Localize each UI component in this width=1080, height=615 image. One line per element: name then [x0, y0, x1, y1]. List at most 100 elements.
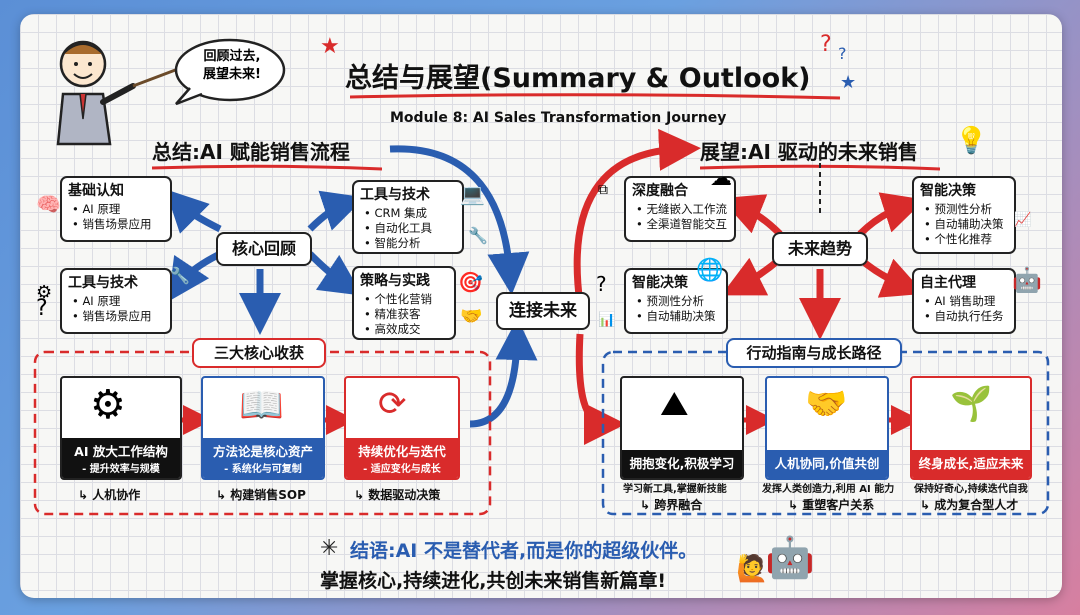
robot-high-five-icon: 🤖 — [765, 535, 815, 581]
card-smart-decision-left: 智能决策 • 预测性分析 • 自动辅助决策 — [624, 268, 728, 334]
robot-icon: 🤖 — [1012, 266, 1042, 294]
card-bullet: • AI 原理 — [72, 202, 121, 216]
panel-caption: AI 放大工作结构 - 提升效率与规模 — [62, 438, 180, 478]
card-smart-decision-right: 智能决策 • 预测性分析 • 自动辅助决策 • 个性化推荐 — [912, 176, 1016, 254]
page-title: 总结与展望(Summary & Outlook) — [345, 63, 811, 94]
card-autonomous-agent: 自主代理 • AI 销售助理 • 自动执行任务 — [912, 268, 1016, 334]
card-title: 智能决策 — [920, 183, 976, 199]
outlook-heading: 展望:AI 驱动的未来销售 — [700, 140, 918, 164]
card-title: 自主代理 — [920, 275, 976, 291]
card-bullet: • 预测性分析 — [636, 294, 704, 308]
card-bullet: • 预测性分析 — [924, 202, 992, 216]
panel-caption: 方法论是核心资产 - 系统化与可复制 — [203, 438, 323, 478]
globe-icon: 🌐 — [696, 258, 724, 283]
card-tools-tech-right: 工具与技术 • CRM 集成 • 自动化工具 • 智能分析 — [352, 180, 464, 254]
card-bullet: • CRM 集成 — [364, 206, 428, 220]
panel-footnote: ↳ 跨界融合 — [640, 498, 703, 512]
card-bullet: • 自动辅助决策 — [636, 309, 716, 323]
conclusion-line-2: 掌握核心,持续进化,共创未来销售新篇章! — [320, 570, 667, 592]
person-icon: 🙋 — [736, 554, 769, 584]
card-bullet: • 全渠道智能交互 — [636, 217, 727, 231]
card-bullet: • 智能分析 — [364, 236, 421, 250]
network-icon: ⧉ — [598, 182, 608, 198]
plant-icon: 🌱 — [950, 384, 993, 424]
chart-icon: 📈 — [1014, 212, 1032, 228]
panel-footnote: ↳ 数据驱动决策 — [354, 488, 441, 502]
panel-caption: 持续优化与迭代 - 适应变化与成长 — [346, 438, 458, 478]
wrench-icon: 🔧 — [170, 266, 190, 285]
connect-future-node: 连接未来 — [496, 292, 590, 330]
card-bullet: • 精准获客 — [364, 307, 421, 321]
question-icon: ? — [36, 296, 48, 321]
heading-underline — [152, 164, 382, 171]
card-bullet: • 高效成交 — [364, 322, 421, 336]
teacher-illustration — [56, 40, 179, 146]
card-bullet: • 自动执行任务 — [924, 309, 1004, 323]
cycle-icon: ⟳ — [378, 384, 407, 424]
card-title: 基础认知 — [68, 183, 124, 199]
card-title: 工具与技术 — [360, 187, 430, 203]
panel-embrace-change: ⛰ 拥抱变化,积极学习 — [620, 376, 744, 480]
panel-caption: 拥抱变化,积极学习 — [622, 450, 742, 478]
target-icon: 🎯 — [458, 270, 483, 294]
panel-continuous-optimize: ⟳ 持续优化与迭代 - 适应变化与成长 — [344, 376, 460, 480]
summary-heading: 总结:AI 赋能销售流程 — [152, 140, 350, 164]
panel-caption: 人机协同,价值共创 — [767, 450, 887, 478]
star-icon: ★ — [320, 34, 340, 59]
title-underline — [350, 93, 840, 100]
panel-human-ai-collab: 🤝 人机协同,价值共创 — [765, 376, 889, 480]
cloud-icon: ☁ — [710, 166, 732, 191]
card-bullet: • 无缝嵌入工作流 — [636, 202, 727, 216]
panel-ai-amplify: ⚙ AI 放大工作结构 - 提升效率与规模 — [60, 376, 182, 480]
card-bullet: • 个性化营销 — [364, 292, 432, 306]
card-bullet: • 销售场景应用 — [72, 217, 152, 231]
book-icon: 📖 — [239, 385, 284, 426]
panel-footnote: ↳ 成为复合型人才 — [920, 498, 1019, 512]
conclusion-line-1: 结语:AI 不是替代者,而是你的超级伙伴。 — [350, 540, 698, 562]
card-bullet: • AI 原理 — [72, 294, 121, 308]
question-icon: ? — [596, 272, 607, 296]
core-review-hub: 核心回顾 — [216, 232, 312, 266]
panel-subtext: 学习新工具,掌握新技能 — [623, 484, 727, 495]
card-basic-knowledge: 基础认知 • AI 原理 • 销售场景应用 — [60, 176, 172, 242]
panel-footnote: ↳ 构建销售SOP — [216, 488, 306, 502]
panel-caption: 终身成长,适应未来 — [912, 450, 1030, 478]
laptop-icon: 💻 — [460, 182, 485, 206]
mountain-icon: ⛰ — [660, 384, 689, 424]
card-title: 工具与技术 — [68, 275, 138, 291]
guide-title: 行动指南与成长路径 — [726, 338, 902, 368]
panel-methodology: 📖 方法论是核心资产 - 系统化与可复制 — [201, 376, 325, 480]
gear-icon: ⚙ — [36, 282, 53, 303]
card-bullet: • AI 销售助理 — [924, 294, 996, 308]
speech-text: 回顾过去, 展望未来! — [203, 49, 261, 82]
wrench-icon: 🔧 — [468, 226, 488, 245]
sparkle-icon: ✳ — [320, 536, 339, 561]
card-deep-fusion: 深度融合 • 无缝嵌入工作流 • 全渠道智能交互 — [624, 176, 736, 242]
bar-chart-icon: 📊 — [598, 312, 616, 328]
panel-footnote: ↳ 人机协作 — [78, 488, 141, 502]
card-tools-tech-left: 工具与技术 • AI 原理 • 销售场景应用 — [60, 268, 172, 334]
card-bullet: • 个性化推荐 — [924, 232, 992, 246]
speech-bubble — [174, 38, 286, 106]
question-icon: ? — [838, 44, 847, 63]
card-bullet: • 销售场景应用 — [72, 309, 152, 323]
card-bullet: • 自动辅助决策 — [924, 217, 1004, 231]
card-bullet: • 自动化工具 — [364, 221, 432, 235]
card-strategy-practice: 策略与实践 • 个性化营销 • 精准获客 • 高效成交 — [352, 266, 456, 340]
lightbulb-icon: 💡 — [955, 126, 988, 156]
page-subtitle: Module 8: AI Sales Transformation Journe… — [390, 110, 727, 126]
gears-icon: ⚙ — [90, 382, 126, 428]
card-title: 深度融合 — [632, 183, 688, 199]
whiteboard: 回顾过去, 展望未来! 总结与展望(Summary & Outlook) Mod… — [20, 14, 1062, 598]
card-title: 策略与实践 — [360, 273, 430, 289]
panel-footnote: ↳ 重塑客户关系 — [788, 498, 875, 512]
question-icon: ? — [820, 32, 832, 57]
card-title: 智能决策 — [632, 275, 688, 291]
handshake-icon: 🤝 — [460, 306, 483, 327]
handshake-icon: 🤝 — [805, 384, 848, 424]
future-trends-hub: 未来趋势 — [772, 232, 868, 266]
panel-subtext: 保持好奇心,持续迭代自我 — [914, 484, 1028, 495]
gains-title: 三大核心收获 — [192, 338, 326, 368]
panel-subtext: 发挥人类创造力,利用 AI 能力 — [762, 484, 895, 495]
panel-lifelong-growth: 🌱 终身成长,适应未来 — [910, 376, 1032, 480]
